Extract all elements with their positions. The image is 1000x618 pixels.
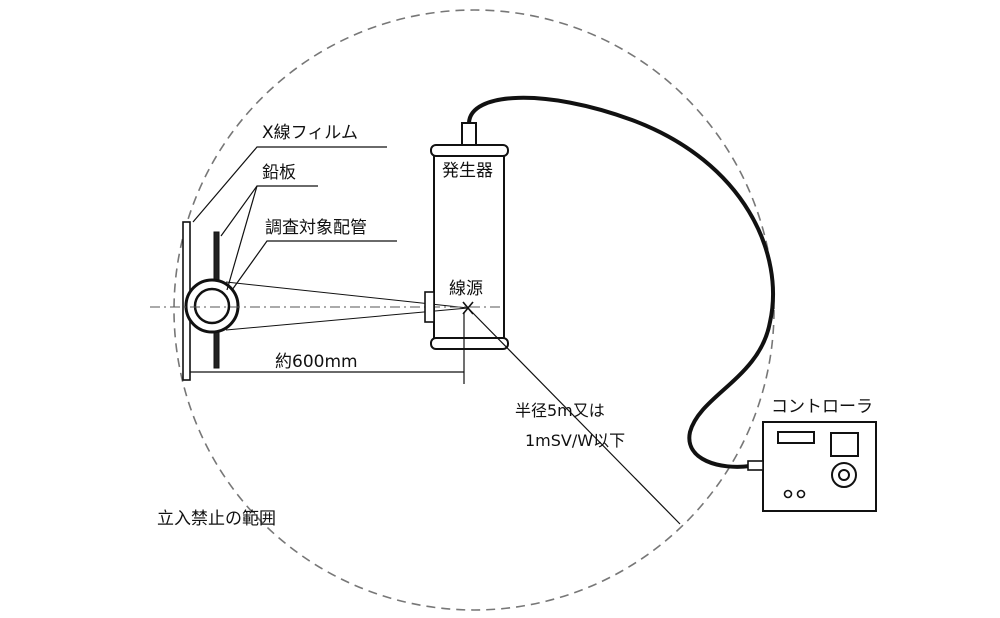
leader-lead-plate-2 [226,185,258,291]
generator-top-cap [430,144,509,157]
label-restricted-area: 立入禁止の範囲 [157,509,276,529]
label-radius-line1: 半径5m又は [515,401,605,420]
controller-knob-inner [838,469,850,481]
leader-xray-film [192,146,387,223]
label-generator: 発生器 [442,161,493,181]
label-source: 線源 [449,279,483,299]
label-xray-film: X線フィルム [262,123,358,143]
controller-unit [747,421,877,512]
controller-display [777,431,815,444]
controller-meter [830,432,859,457]
generator-connector [461,122,477,146]
label-distance: 約600mm [275,352,358,372]
label-controller: コントローラ [771,397,873,417]
leader-target-pipe [231,240,397,291]
pipe-inner [193,287,231,325]
controller-cable [467,95,775,469]
label-lead-plate: 鉛板 [262,163,296,183]
controller-led-2 [796,489,806,499]
label-radius-line2: 1mSV/W以下 [525,431,625,450]
radius-line [467,307,681,525]
generator-window [424,291,435,323]
controller-led-1 [783,489,793,499]
generator-bottom-cap [430,337,509,350]
controller-connector [747,460,764,471]
label-target-pipe: 調査対象配管 [265,218,367,238]
